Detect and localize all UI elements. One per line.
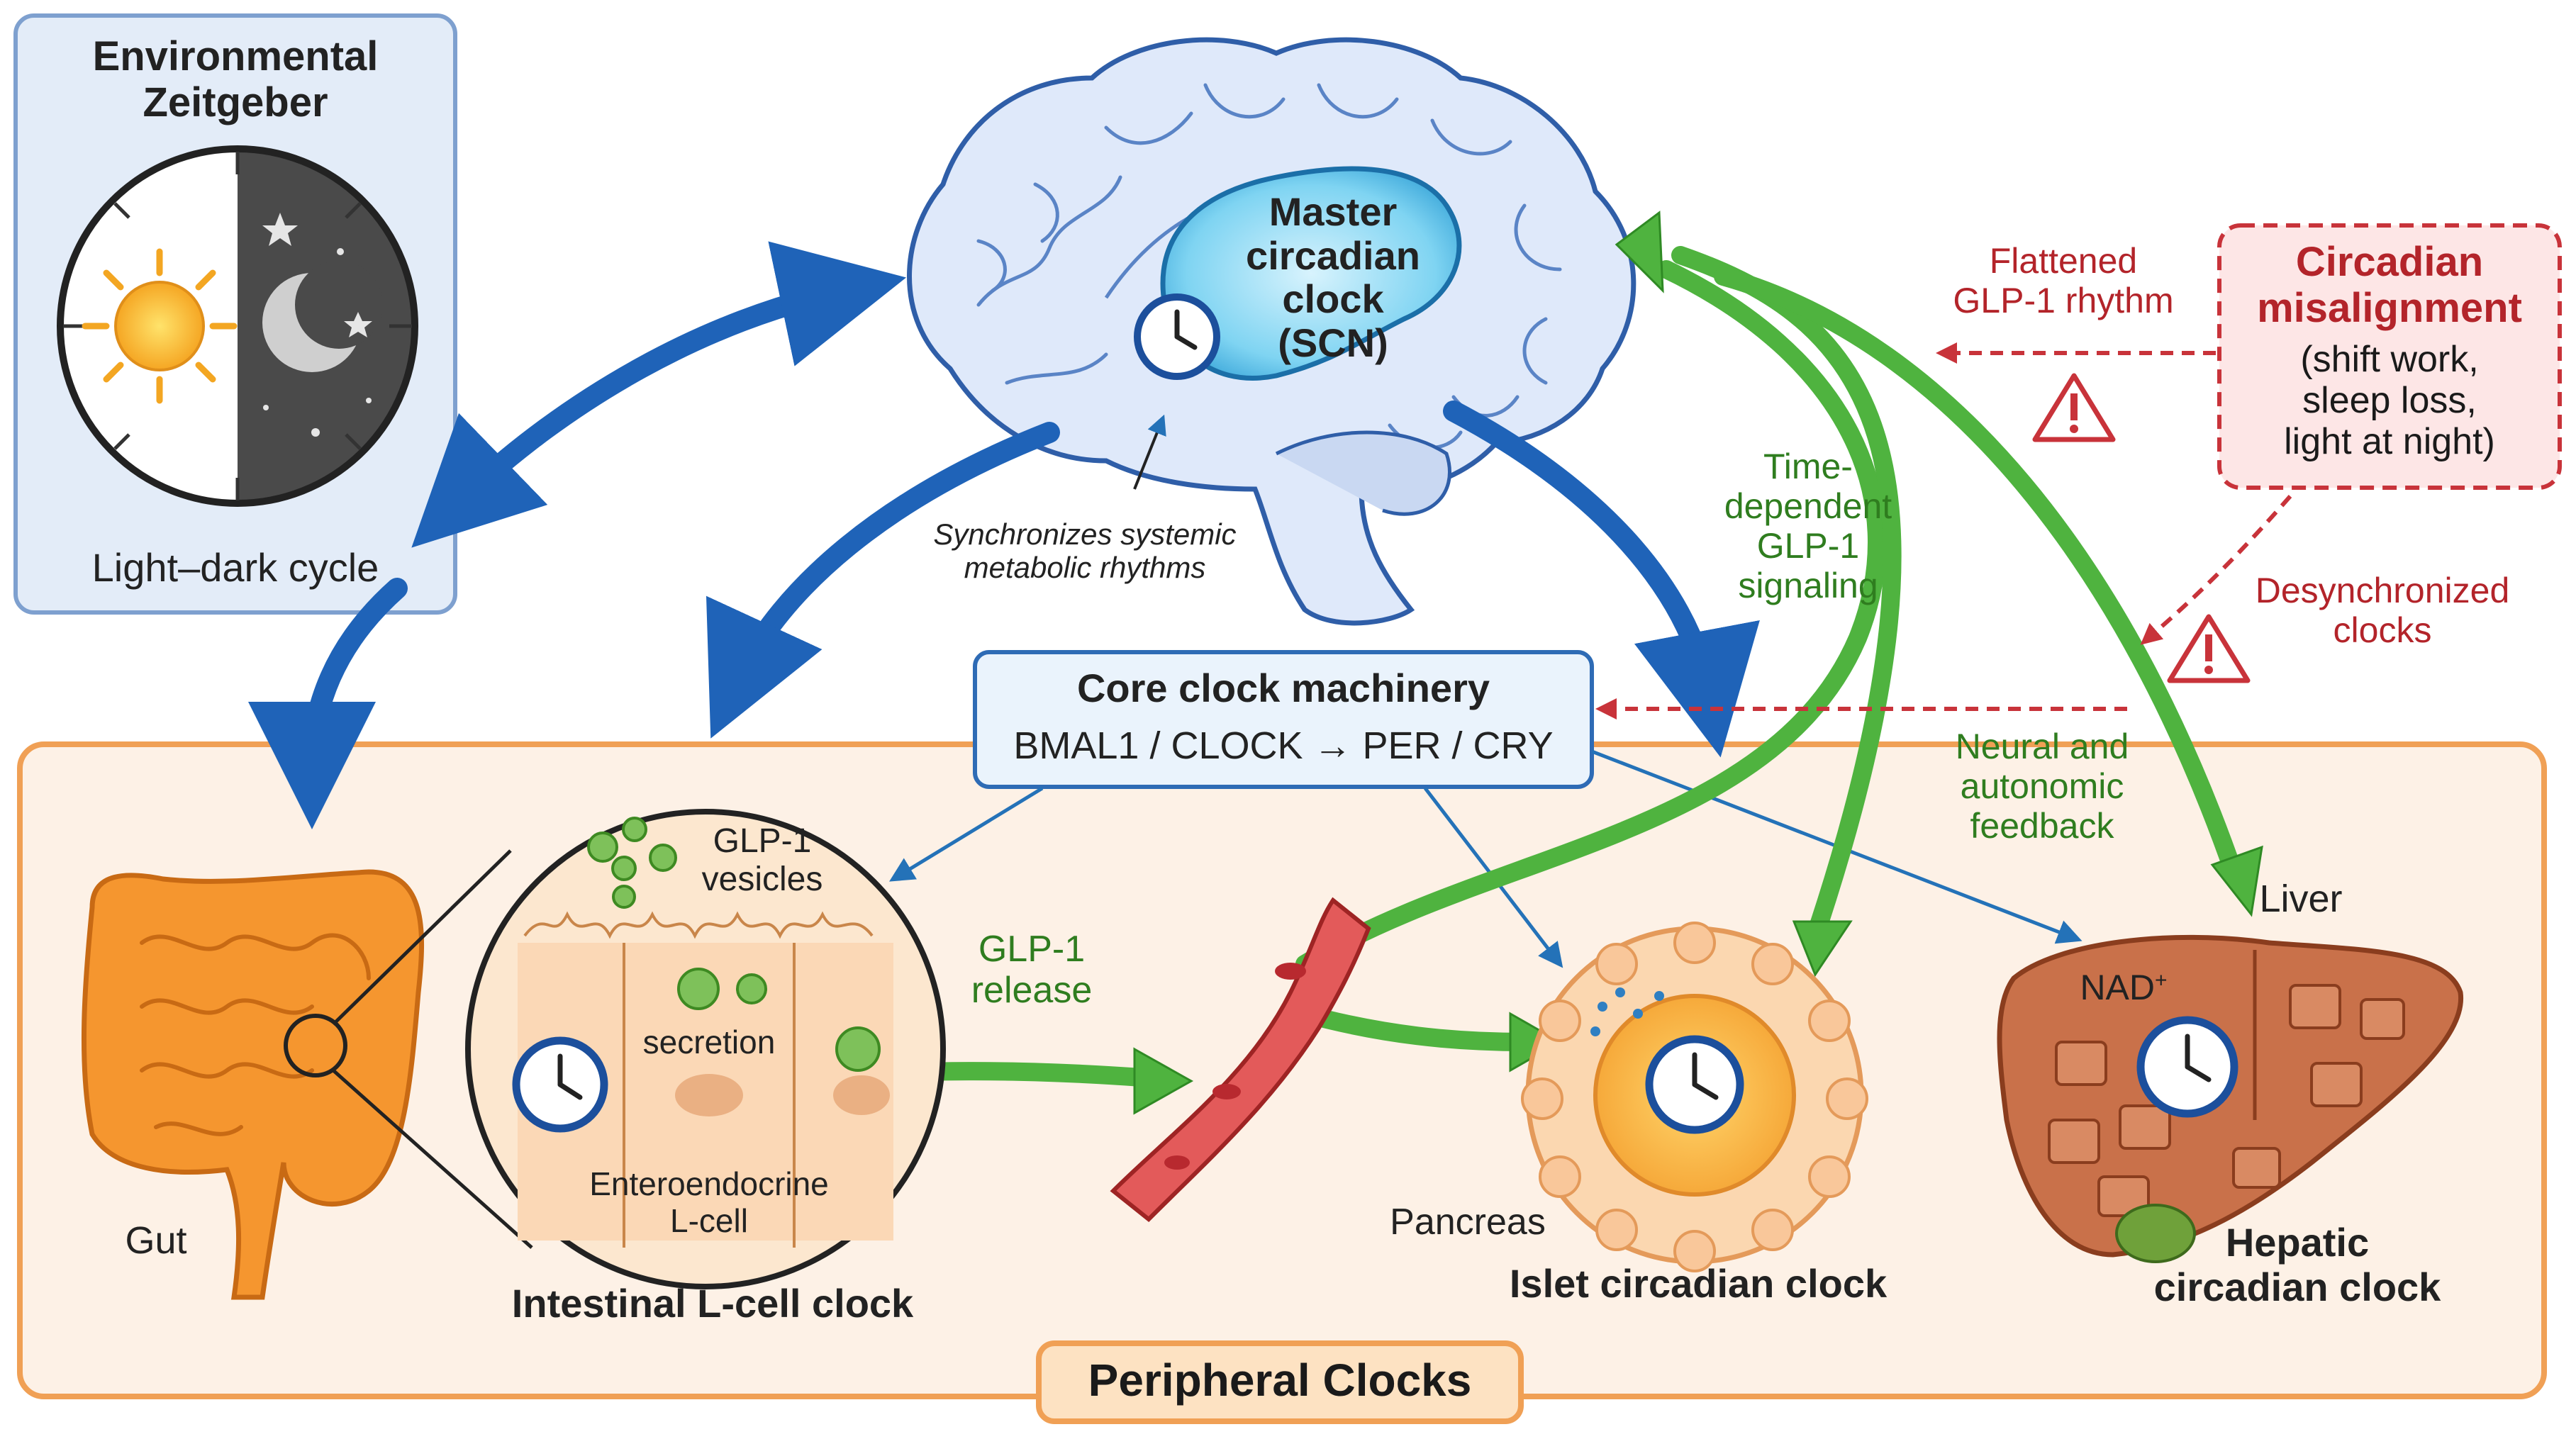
misalignment-title-line1: Circadian (2295, 239, 2484, 285)
green-signaling-arrows (742, 246, 2243, 1087)
time-dep-line1: Time- (1763, 447, 1853, 486)
time-dep-line3: GLP-1 (1756, 526, 1860, 566)
scn-label-line2: circadian (1246, 233, 1420, 278)
zeitgeber-title: Environmental Zeitgeber (58, 33, 413, 126)
l-cell-label: Enteroendocrine L-cell (553, 1165, 865, 1239)
warning-triangle-icon (2032, 373, 2116, 442)
scn-label-line3: clock (1282, 276, 1384, 322)
lcell-line1: Enteroendocrine (589, 1165, 829, 1202)
zoom-lines (332, 849, 533, 1249)
scn-region (1160, 166, 1462, 381)
release-line1: GLP-1 (978, 929, 1086, 970)
core-clock-formula: BMAL1 / CLOCK → PER / CRY (1013, 724, 1554, 767)
light-dark-dial (57, 145, 418, 507)
scn-label: Master circadian clock (SCN) (1220, 190, 1446, 364)
misalignment-box (2217, 223, 2562, 490)
blood-vessel (1110, 897, 1371, 1223)
vesicles-line2: vesicles (701, 860, 823, 898)
time-dependent-label: Time- dependent GLP-1 signaling (1680, 447, 1936, 605)
annotation-pointer (1133, 414, 1166, 490)
core-clock-title: Core clock machinery (1076, 666, 1490, 710)
blue-entrainment-arrows (248, 241, 1760, 829)
islet-clock-label: Islet circadian clock (1509, 1261, 1888, 1306)
scn-clock-icon (1134, 293, 1220, 380)
time-dep-line4: signaling (1738, 566, 1878, 605)
neural-line3: feedback (1970, 806, 2114, 846)
misalignment-detail-line3: light at night) (2284, 421, 2495, 463)
neural-line2: autonomic (1960, 766, 2124, 806)
intestinal-clock-label: Intestinal L-cell clock (511, 1281, 914, 1326)
scn-annotation-line2: metabolic rhythms (964, 551, 1206, 585)
core-clock-box (973, 650, 1594, 789)
misalignment-detail: (shift work, sleep loss, light at night) (2219, 339, 2560, 463)
gut-label: Gut (125, 1219, 187, 1262)
peripheral-clocks-banner: Peripheral Clocks (1088, 1355, 1472, 1406)
zeitgeber-title-line2: Zeitgeber (143, 79, 328, 125)
pancreas-label: Pancreas (1390, 1202, 1546, 1243)
lcell-line2: L-cell (670, 1202, 748, 1239)
desynchronized-label: Desynchronized clocks (2219, 571, 2546, 650)
nad-text: NAD (2080, 968, 2156, 1007)
warning-triangle-icon (2167, 614, 2251, 683)
misalignment-detail-line2: sleep loss, (2302, 380, 2477, 422)
flattened-rhythm-label: Flattened GLP-1 rhythm (1914, 241, 2212, 320)
l-cell-zoom (465, 809, 946, 1289)
time-dep-line2: dependent (1724, 486, 1892, 526)
misalignment-title: Circadian misalignment (2219, 239, 2560, 332)
hepatic-line1: Hepatic (2225, 1220, 2370, 1265)
scn-annotation: Synchronizes systemic metabolic rhythms (886, 517, 1283, 584)
neural-feedback-label: Neural and autonomic feedback (1914, 727, 2170, 846)
zeitgeber-title-line1: Environmental (92, 33, 379, 79)
desync-line2: clocks (2333, 610, 2432, 650)
desync-line1: Desynchronized (2255, 571, 2510, 610)
release-line2: release (971, 970, 1093, 1012)
flattened-line1: Flattened (1989, 241, 2138, 281)
scn-label-line4: (SCN) (1278, 320, 1388, 365)
vesicles-line1: GLP-1 (713, 822, 812, 860)
peripheral-banner-box (1036, 1340, 1524, 1424)
gut-illustration (81, 869, 425, 1300)
sun-icon (82, 248, 238, 404)
l-cell-clock-icon (512, 1036, 608, 1133)
islet-illustration (1521, 922, 1868, 1272)
flattened-line2: GLP-1 rhythm (1953, 281, 2174, 320)
liver-clock-icon (2136, 1016, 2238, 1118)
hepatic-line2: circadian clock (2153, 1264, 2441, 1309)
misalignment-detail-line1: (shift work, (2300, 339, 2479, 380)
scn-annotation-line1: Synchronizes systemic (933, 517, 1237, 551)
liver-label: Liver (2259, 878, 2343, 920)
hepatic-clock-label: Hepatic circadian clock (2113, 1220, 2482, 1309)
glp1-vesicles-label: GLP-1 vesicles (681, 822, 844, 899)
neural-line1: Neural and (1955, 727, 2129, 766)
islet-clock-icon (1645, 1035, 1744, 1134)
misalignment-title-line2: misalignment (2257, 284, 2522, 331)
secretion-label: secretion (642, 1024, 776, 1060)
liver-illustration (1997, 934, 2464, 1263)
glp1-release-label: GLP-1 release (929, 929, 1134, 1011)
red-dashed-arrows (1595, 342, 2292, 720)
nad-superscript: + (2155, 968, 2168, 992)
brain-illustration (907, 37, 1637, 626)
star-icon (262, 213, 372, 437)
zeitgeber-caption: Light–dark cycle (91, 545, 379, 590)
scn-label-line1: Master (1269, 189, 1398, 234)
nad-label: NAD+ (2067, 968, 2180, 1007)
